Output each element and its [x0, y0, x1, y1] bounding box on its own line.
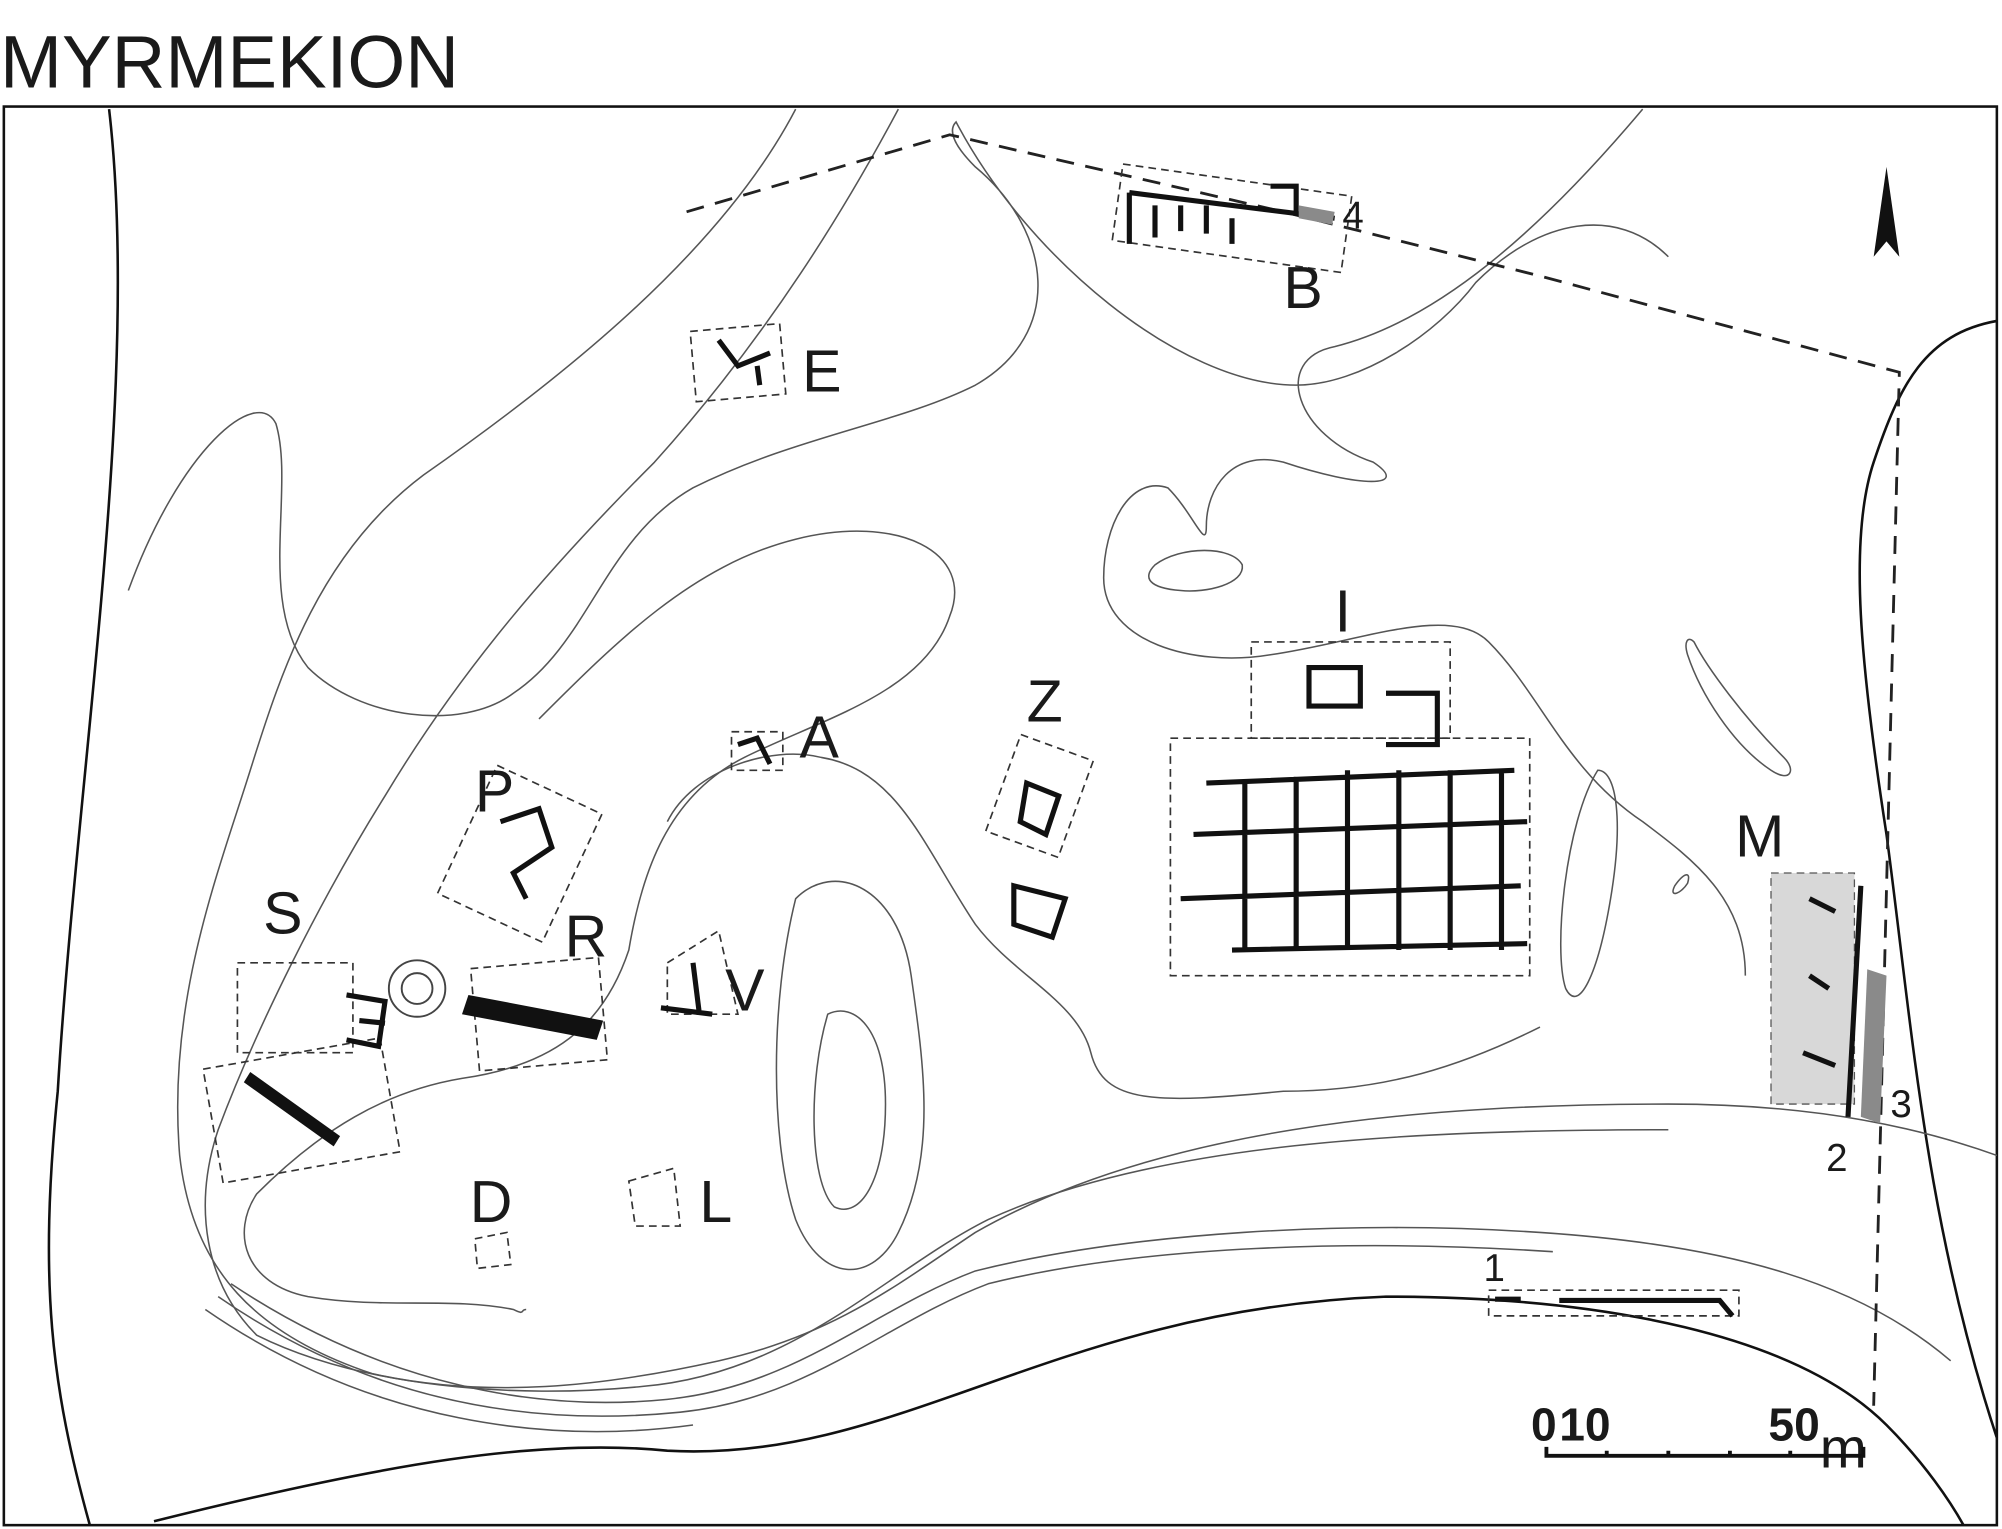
- trench-1: 1: [1484, 1247, 1505, 1290]
- label-s: S: [263, 880, 302, 946]
- trench-3: 3: [1890, 1083, 1911, 1126]
- label-b: B: [1283, 255, 1322, 321]
- site-labels: B E I Z A P S R V M D L 1 2 3 4: [263, 195, 1912, 1291]
- label-l: L: [699, 1169, 732, 1235]
- trench-2: 2: [1826, 1137, 1847, 1180]
- scale-label-0: 0: [1531, 1398, 1557, 1450]
- trench-4: 4: [1342, 195, 1363, 238]
- label-v: V: [725, 957, 765, 1023]
- contour-lines: [47, 108, 1999, 1526]
- label-z: Z: [1027, 668, 1063, 734]
- label-a: A: [800, 704, 840, 770]
- map-frame: [2, 105, 1999, 1527]
- label-d: D: [470, 1169, 513, 1235]
- fortification-line: [686, 133, 1901, 1406]
- scale-bar: 0 10 50 m: [1531, 1398, 1867, 1479]
- excavation-areas: [202, 163, 1887, 1318]
- label-r: R: [565, 903, 608, 969]
- label-m: M: [1735, 803, 1784, 869]
- scale-label-50: 50: [1768, 1398, 1819, 1450]
- scale-label-10: 10: [1559, 1398, 1610, 1450]
- label-p: P: [475, 758, 514, 824]
- north-arrow-icon: [1873, 166, 1900, 257]
- label-e: E: [802, 339, 841, 405]
- map-title: MYRMEKION: [0, 20, 459, 103]
- label-i: I: [1335, 579, 1351, 645]
- scale-unit: m: [1820, 1416, 1867, 1479]
